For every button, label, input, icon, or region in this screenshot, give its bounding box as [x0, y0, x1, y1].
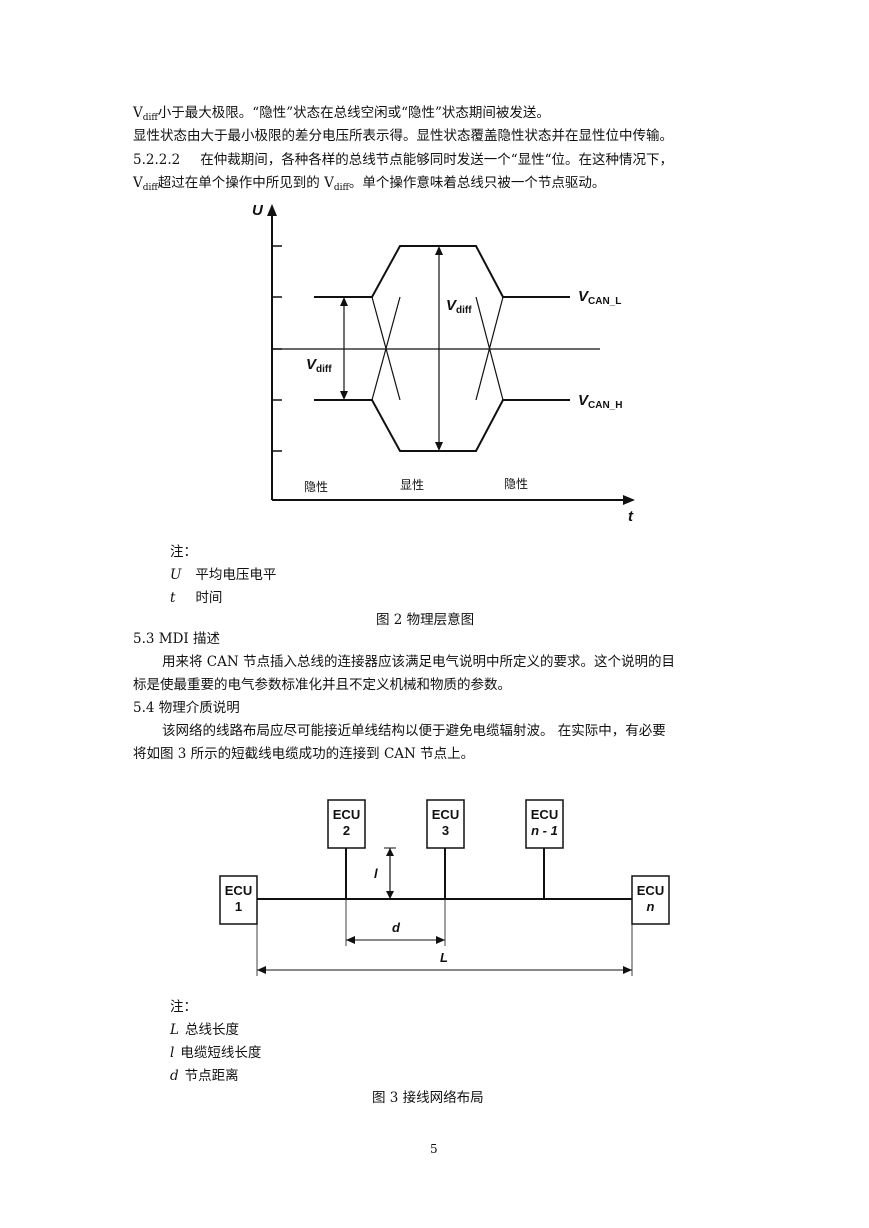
- dim-d-label: d: [392, 920, 400, 935]
- ecu-2-box: [327, 799, 366, 849]
- state-dominant: 显性: [400, 478, 425, 492]
- section-5-4-para-1: 该网络的线路布局应尽可能接近单线结构以便于避免电缆辐射波。 在实际中，有必要: [162, 723, 666, 739]
- intro-line-4-text: 超过在单个操作中所见到的 V: [157, 175, 334, 191]
- intro-line-2: 显性状态由大于最小极限的差分电压所表示得。显性状态覆盖隐性状态并在显性位中传输。: [133, 128, 673, 144]
- vdiff-left-label: Vdiff: [306, 356, 332, 375]
- axis-u-label: U: [252, 202, 263, 219]
- vcan-l-label: VCAN_L: [578, 288, 622, 307]
- can-l-trace: [314, 245, 570, 298]
- ecu-3-box: [426, 799, 465, 849]
- vcan-h-label: VCAN_H: [578, 392, 623, 411]
- vdiff-subscript: diff: [142, 113, 158, 123]
- intro-line-4-text-end: 。单个操作意味着总线只被一个节点驱动。: [348, 175, 606, 191]
- fig2-note-title: 注：: [170, 544, 197, 560]
- section-number: 5.2.2.2: [133, 152, 181, 168]
- intro-line-3-text: 在仲裁期间，各种各样的总线节点能够同时发送一个“显性“位。在这种情况下，: [200, 152, 674, 168]
- dim-l-label: l: [374, 866, 378, 881]
- section-5-3-para-1: 用来将 CAN 节点插入总线的连接器应该满足电气说明中所定义的要求。这个说明的目: [162, 654, 675, 670]
- vdiff-subscript: diff: [333, 183, 349, 193]
- fig3-note-title: 注：: [170, 999, 197, 1015]
- state-recessive-right: 隐性: [504, 477, 529, 491]
- section-5-4-para-2: 将如图 3 所示的短截线电缆成功的连接到 CAN 节点上。: [133, 746, 475, 762]
- can-h-trace: [314, 399, 570, 452]
- ecu-1-box: [219, 875, 258, 925]
- vdiff-subscript: diff: [142, 183, 158, 193]
- section-5-4-heading: 5.4 物理介质说明: [133, 700, 240, 716]
- vdiff-symbol: V: [133, 105, 143, 121]
- section-5-3-para-2: 标是使最重要的电气参数标准化并且不定义机械和物质的参数。: [133, 677, 511, 693]
- ecu-n-1-box: [525, 799, 564, 849]
- fig3-caption: 图 3 接线网络布局: [372, 1090, 484, 1106]
- dim-L-label: L: [440, 950, 448, 965]
- section-5-3-heading: 5.3 MDI 描述: [133, 631, 221, 647]
- figure-2-diagram: U t Vdiff Vdiff VCAN_L VCAN_H 隐性 显性 隐性: [240, 200, 660, 530]
- axis-t-label: t: [628, 508, 633, 525]
- intro-line-4: Vdiff超过在单个操作中所见到的 Vdiff。单个操作意味着总线只被一个节点驱…: [133, 174, 605, 197]
- intro-line-1-text: 小于最大极限。“隐性”状态在总线空闲或“隐性”状态期间被发送。: [157, 105, 550, 121]
- ecu-n-box: [631, 875, 670, 925]
- vdiff-center-label: Vdiff: [446, 297, 472, 316]
- intro-line-1: Vdiff小于最大极限。“隐性”状态在总线空闲或“隐性”状态期间被发送。: [133, 104, 550, 127]
- page-number: 5: [430, 1142, 438, 1156]
- vdiff-symbol: V: [133, 175, 143, 191]
- x-axis-arrow: [623, 495, 635, 505]
- fig2-caption: 图 2 物理层意图: [376, 612, 475, 628]
- state-recessive-left: 隐性: [304, 480, 329, 494]
- intro-line-3: 5.2.2.2 在仲裁期间，各种各样的总线节点能够同时发送一个“显性“位。在这种情…: [133, 151, 673, 169]
- y-axis-arrow: [267, 204, 277, 216]
